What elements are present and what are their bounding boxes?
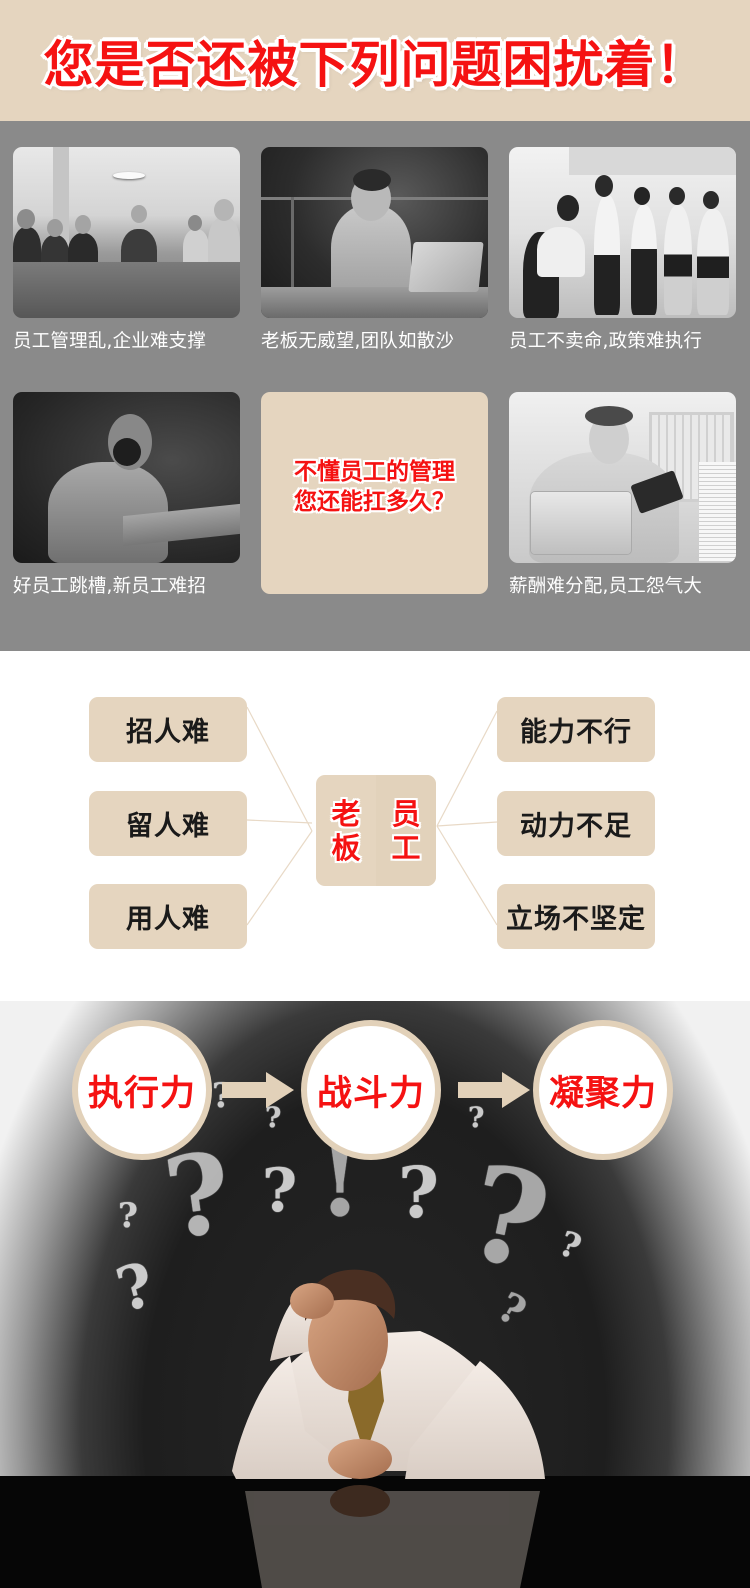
problem-caption: 员工不卖命,政策难执行 — [509, 331, 703, 352]
problem-card: 员工管理乱,企业难支撑 — [13, 147, 240, 353]
question-mark-icon: ? — [262, 1156, 298, 1226]
mindmap-boss-issue: 招人难 — [89, 697, 247, 762]
problem-caption: 老板无威望,团队如散沙 — [261, 331, 455, 352]
problem-caption: 好员工跳槽,新员工难招 — [13, 576, 207, 597]
stressed-man-illustration — [0, 1269, 750, 1588]
mindmap-employee-issue: 动力不足 — [497, 791, 655, 856]
step-execution: 执行力 — [72, 1020, 212, 1160]
meeting-room-photo — [13, 147, 240, 318]
question-mark-icon: ? — [265, 1101, 282, 1134]
boss-and-employees-photo — [509, 147, 736, 318]
mindmap-center-node: 老 板 员 工 — [316, 775, 436, 886]
right-arrow-icon — [458, 1072, 530, 1108]
right-arrow-icon — [222, 1072, 294, 1108]
step-cohesion: 凝聚力 — [533, 1020, 673, 1160]
mindmap-employee-issue: 能力不行 — [497, 697, 655, 762]
mindmap-employee-issue: 立场不坚定 — [497, 884, 655, 949]
problem-caption: 薪酬难分配,员工怨气大 — [509, 576, 703, 597]
step-combat-power: 战斗力 — [301, 1020, 441, 1160]
problems-section: 员工管理乱,企业难支撑 老板无威望,团队如散沙 员工不卖命,政策 — [0, 121, 750, 651]
tagline-line-2: 您还能扛多久？ — [294, 489, 455, 515]
problem-card: 老板无威望,团队如散沙 — [261, 147, 488, 353]
problem-card: 员工不卖命,政策难执行 — [509, 147, 736, 353]
problem-card: 薪酬难分配,员工怨气大 — [509, 392, 736, 598]
tagline-line-1: 不懂员工的管理 — [294, 459, 455, 485]
question-mark-icon: ? — [468, 1101, 485, 1134]
page-title: 您是否还被下列问题困扰着！ — [43, 35, 707, 94]
problem-card: 好员工跳槽,新员工难招 — [13, 392, 240, 598]
tagline-box: 不懂员工的管理 您还能扛多久？ — [261, 392, 488, 594]
mindmap-section: 招人难 留人难 用人难 老 板 员 工 能力不行 动力不足 立场不坚定 — [0, 651, 750, 1001]
question-mark-icon: ? — [118, 1196, 138, 1236]
connector-lines — [246, 706, 498, 926]
chalkboard-section: ? ? ! ? ? ? ? ? ? ? ? ? — [0, 1001, 750, 1588]
question-mark-icon: ? — [398, 1151, 440, 1234]
boss-label: 老 板 — [331, 796, 361, 865]
mindmap-boss-issue: 用人难 — [89, 884, 247, 949]
mindmap-boss-issue: 留人难 — [89, 791, 247, 856]
employee-label: 员 工 — [376, 775, 436, 886]
header-banner: 您是否还被下列问题困扰着！ — [0, 0, 750, 121]
shocked-man-wallet-photo — [509, 392, 736, 563]
problem-caption: 员工管理乱,企业难支撑 — [13, 331, 207, 352]
stressed-woman-laptop-photo — [261, 147, 488, 318]
tired-bearded-man-photo — [13, 392, 240, 563]
